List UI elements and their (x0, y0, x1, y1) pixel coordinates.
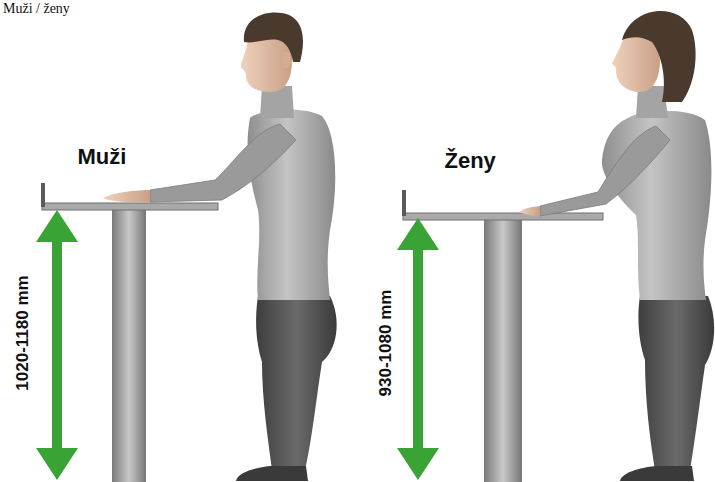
woman-figure (519, 11, 714, 481)
group-heading: Muži (78, 144, 127, 170)
height-arrow (36, 210, 78, 480)
table-right (402, 190, 603, 482)
figure-title: Muži / ženy (3, 1, 70, 17)
dimension-label: 930-1080 mm (376, 290, 396, 397)
dimension-label: 1020-1180 mm (12, 275, 32, 390)
man-figure (103, 12, 337, 481)
group-heading: Ženy (445, 148, 496, 174)
height-arrow (397, 218, 439, 480)
